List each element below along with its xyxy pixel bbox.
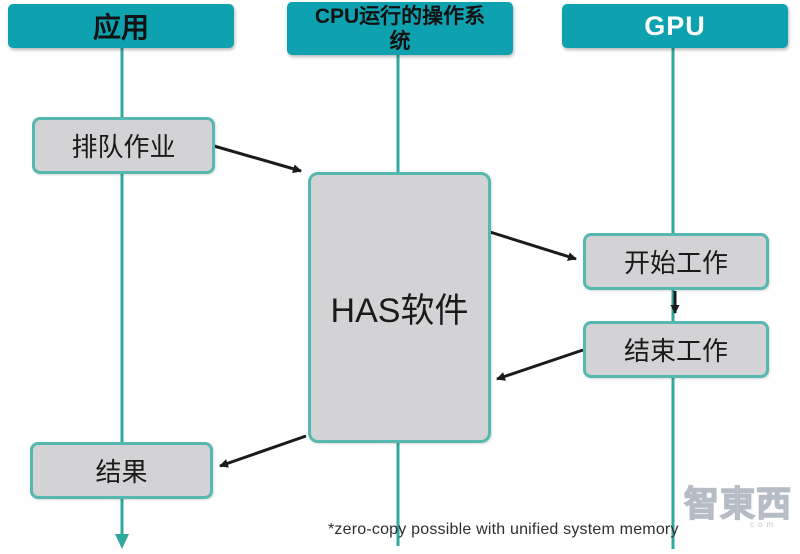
header-cpu-os: CPU运行的操作系统 (287, 2, 513, 55)
node-end-work: 结束工作 (583, 321, 769, 378)
node-start-work: 开始工作 (583, 233, 769, 290)
header-gpu: GPU (562, 4, 788, 48)
node-end-work-label: 结束工作 (623, 336, 728, 366)
node-start-work-label: 开始工作 (623, 248, 728, 278)
header-application: 应用 (8, 4, 234, 48)
node-queue-job-label: 排队作业 (71, 132, 176, 162)
header-cpu-os-label: CPU运行的操作系统 (314, 4, 486, 53)
header-gpu-label: GPU (644, 10, 706, 41)
header-application-label: 应用 (92, 12, 149, 43)
node-result-label: 结果 (95, 457, 148, 487)
app-column-arrowhead (115, 534, 129, 549)
node-has-software: HAS软件 (308, 172, 491, 443)
node-has-software-label: HAS软件 (330, 292, 469, 330)
node-result: 结果 (30, 442, 213, 499)
zero-copy-footnote: *zero-copy possible with unified system … (328, 521, 679, 538)
edge-queue-to-has (213, 144, 302, 174)
edge-end-to-has (496, 348, 584, 381)
edge-has-to-start (489, 230, 577, 261)
edge-has-to-result (219, 434, 307, 468)
node-queue-job: 排队作业 (32, 117, 215, 174)
